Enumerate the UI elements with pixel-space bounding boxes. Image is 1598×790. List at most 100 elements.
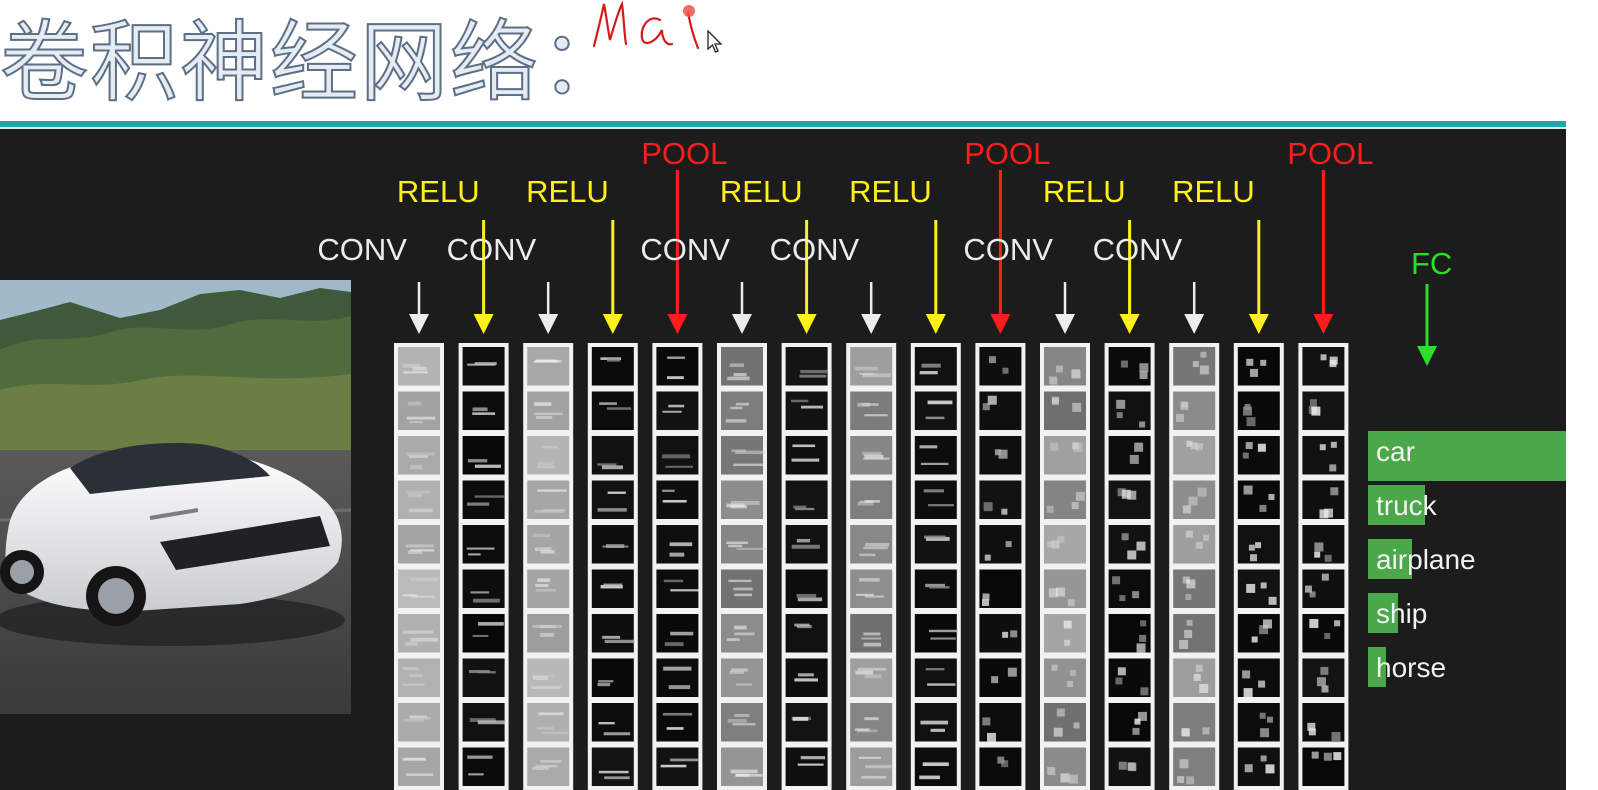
- feature-map: [1173, 436, 1216, 475]
- conv-arrow-icon: [538, 282, 559, 334]
- feature-map: [462, 436, 505, 475]
- feature-map: [1044, 658, 1086, 697]
- feature-map: [462, 525, 505, 564]
- feature-map: [591, 391, 634, 430]
- feature-map: [785, 391, 828, 430]
- feature-map: [785, 525, 828, 564]
- feature-map: [785, 347, 828, 386]
- feature-map: [979, 480, 1022, 519]
- feature-map: [1108, 569, 1151, 608]
- feature-map: [914, 747, 957, 786]
- feature-map: [785, 614, 828, 653]
- feature-map: [850, 703, 893, 742]
- feature-map: [398, 569, 440, 608]
- feature-map: [591, 569, 634, 608]
- class-score-bar: [1368, 431, 1566, 481]
- feature-map: [914, 525, 957, 564]
- relu-label: RELU: [1042, 174, 1126, 209]
- feature-map: [785, 747, 828, 786]
- feature-map: [1044, 703, 1086, 742]
- class-score-bar: [1368, 539, 1412, 579]
- relu-arrow-icon: [1119, 220, 1140, 334]
- feature-map: [914, 391, 957, 430]
- activation-column: [975, 343, 1026, 790]
- class-score-bar: [1368, 485, 1425, 525]
- activation-column: [587, 343, 638, 790]
- feature-map: [527, 569, 570, 608]
- feature-map: [591, 658, 634, 697]
- activation-column: [652, 343, 703, 790]
- feature-map: [1044, 614, 1086, 653]
- feature-map: [721, 658, 763, 697]
- feature-map: [591, 747, 634, 786]
- activation-column: [717, 343, 767, 790]
- feature-map: [527, 391, 570, 430]
- feature-map: [914, 569, 957, 608]
- feature-map: [656, 703, 699, 742]
- conv-label: CONV: [1092, 232, 1183, 267]
- fc-label: FC: [1411, 246, 1453, 281]
- relu-arrow-icon: [602, 220, 623, 334]
- feature-map: [721, 391, 763, 430]
- feature-map: [1302, 347, 1345, 386]
- feature-map: [527, 525, 570, 564]
- slide-margin: [1566, 0, 1598, 790]
- fc-arrow-icon: [1417, 284, 1437, 366]
- feature-map: [914, 480, 957, 519]
- feature-map: [398, 658, 440, 697]
- feature-map: [1173, 703, 1216, 742]
- feature-map: [462, 747, 505, 786]
- feature-map: [1173, 569, 1216, 608]
- relu-label: RELU: [1172, 174, 1255, 209]
- feature-map: [462, 480, 505, 519]
- class-score-bar: [1368, 593, 1398, 633]
- activation-column: [1233, 343, 1284, 790]
- feature-map: [1302, 525, 1345, 564]
- conv-arrow-icon: [1184, 282, 1205, 334]
- activation-column: [781, 343, 832, 790]
- feature-map: [527, 703, 570, 742]
- slide-title: 卷积神经网络：: [0, 10, 631, 115]
- class-label: truck: [1376, 490, 1437, 521]
- feature-map: [462, 658, 505, 697]
- feature-map: [785, 436, 828, 475]
- feature-map: [656, 347, 699, 386]
- conv-arrow-icon: [861, 282, 882, 334]
- feature-map: [721, 480, 763, 519]
- relu-label: RELU: [396, 174, 480, 209]
- feature-map: [850, 347, 893, 386]
- feature-map: [979, 347, 1022, 386]
- feature-map: [1237, 347, 1280, 386]
- activation-column: [1040, 343, 1090, 790]
- feature-map: [591, 614, 634, 653]
- activation-column: [458, 343, 509, 790]
- feature-map: [785, 658, 828, 697]
- feature-map: [785, 480, 828, 519]
- relu-arrow-icon: [925, 220, 946, 334]
- pool-label: POOL: [641, 136, 728, 171]
- feature-map: [850, 480, 893, 519]
- pool-label: POOL: [964, 136, 1051, 171]
- activation-column: [394, 343, 444, 790]
- feature-map: [721, 436, 763, 475]
- activation-column: [523, 343, 574, 790]
- pool-arrow-icon: [1313, 170, 1334, 334]
- slide-header: 卷积神经网络：: [0, 0, 1598, 122]
- activation-column: [1169, 343, 1220, 790]
- feature-map: [398, 703, 440, 742]
- relu-arrow-icon: [796, 220, 817, 334]
- feature-map: [850, 391, 893, 430]
- feature-map: [979, 391, 1022, 430]
- feature-map: [1302, 436, 1345, 475]
- feature-map: [1237, 703, 1280, 742]
- feature-map: [462, 347, 505, 386]
- feature-map: [914, 658, 957, 697]
- relu-arrow-icon: [473, 220, 494, 334]
- class-label: ship: [1376, 598, 1428, 629]
- feature-map: [1108, 436, 1151, 475]
- conv-arrow-icon: [732, 282, 752, 334]
- feature-map: [398, 391, 440, 430]
- class-label: horse: [1376, 652, 1447, 683]
- feature-map: [591, 347, 634, 386]
